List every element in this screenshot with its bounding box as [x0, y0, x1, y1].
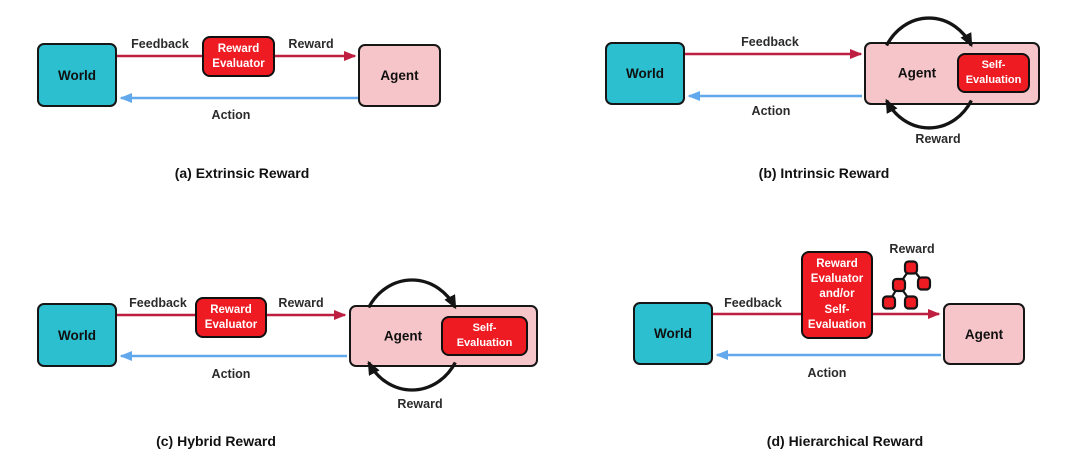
- feedback-label: Feedback: [724, 296, 782, 310]
- reward-label: Reward: [288, 37, 334, 51]
- hier-box-label-line: Evaluation: [807, 318, 867, 331]
- agent-label: Agent: [383, 328, 423, 344]
- agent-label: Agent: [897, 65, 937, 81]
- action-label: Action: [211, 108, 251, 122]
- action-label: Action: [751, 104, 791, 118]
- action-label: Action: [807, 366, 847, 380]
- loop-reward-label: Reward: [397, 397, 443, 411]
- panel-a-arrows: [117, 51, 358, 103]
- panel-b-arrows: [685, 16, 973, 130]
- world-box: World: [37, 43, 117, 107]
- self-reward-loop-top-arc: [885, 16, 973, 48]
- world-label: World: [58, 327, 96, 343]
- panel-caption-extrinsic: (a) Extrinsic Reward: [174, 165, 310, 181]
- panel-d-arrows: [713, 260, 941, 360]
- tree-child-left-node: [891, 277, 907, 293]
- reward-evaluator-label-line: Reward: [217, 42, 260, 55]
- hier-box-label-line: Evaluator: [810, 273, 864, 286]
- self-reward-loop-top-arc: [367, 278, 457, 310]
- hier-box-label-line: Self-: [824, 303, 850, 316]
- agent-box: Agent: [358, 44, 441, 107]
- panel-caption-hybrid: (c) Hybrid Reward: [156, 433, 276, 449]
- self-evaluation-label-line: Evaluation: [965, 74, 1022, 86]
- panel-caption-intrinsic: (b) Intrinsic Reward: [758, 165, 890, 181]
- tree-leaf-left-node: [881, 295, 897, 310]
- reward-label: Reward: [278, 296, 324, 310]
- self-evaluation-label-line: Self-: [472, 322, 497, 335]
- self-evaluation-box: Self- Evaluation: [441, 316, 528, 356]
- feedback-label: Feedback: [741, 35, 799, 49]
- tree-root-node: [903, 260, 919, 275]
- world-box: World: [605, 42, 685, 105]
- reward-evaluator-label-line: Reward: [210, 303, 252, 316]
- self-evaluation-label-line: Evaluation: [456, 337, 513, 349]
- feedback-label: Feedback: [129, 296, 187, 310]
- reward-evaluator-label-line: Evaluator: [204, 318, 258, 331]
- reward-tree-icon: [881, 260, 932, 310]
- world-box: World: [633, 302, 713, 365]
- self-evaluation-box: Self- Evaluation: [957, 53, 1030, 93]
- world-label: World: [58, 67, 96, 83]
- reward-evaluator-box: Reward Evaluator: [195, 297, 267, 338]
- agent-label: Agent: [380, 68, 419, 83]
- hier-box-label-line: Reward: [816, 258, 858, 271]
- self-evaluation-label-line: Self-: [981, 59, 1006, 72]
- tree-child-right-node: [916, 276, 932, 291]
- world-label: World: [654, 326, 692, 341]
- panel-caption-hierarchical: (d) Hierarchical Reward: [766, 433, 924, 449]
- world-label: World: [626, 66, 664, 81]
- self-reward-loop-bottom-arc: [367, 360, 457, 392]
- world-box: World: [37, 303, 117, 367]
- self-reward-loop-bottom-arc: [885, 98, 973, 130]
- loop-reward-label: Reward: [915, 132, 961, 146]
- reward-evaluator-label-line: Evaluator: [212, 57, 265, 70]
- action-label: Action: [211, 367, 251, 381]
- feedback-label: Feedback: [131, 37, 189, 51]
- agent-box: Agent: [943, 303, 1025, 365]
- reward-evaluator-self-evaluation-box: Reward Evaluator and/or Self- Evaluation: [801, 251, 873, 339]
- panel-c-arrows: [117, 278, 457, 392]
- reward-evaluator-box: Reward Evaluator: [202, 36, 275, 77]
- hier-box-label-line: and/or: [819, 288, 855, 301]
- tree-reward-label: Reward: [889, 242, 935, 256]
- tree-leaf-right-node: [903, 295, 919, 310]
- agent-label: Agent: [964, 326, 1004, 342]
